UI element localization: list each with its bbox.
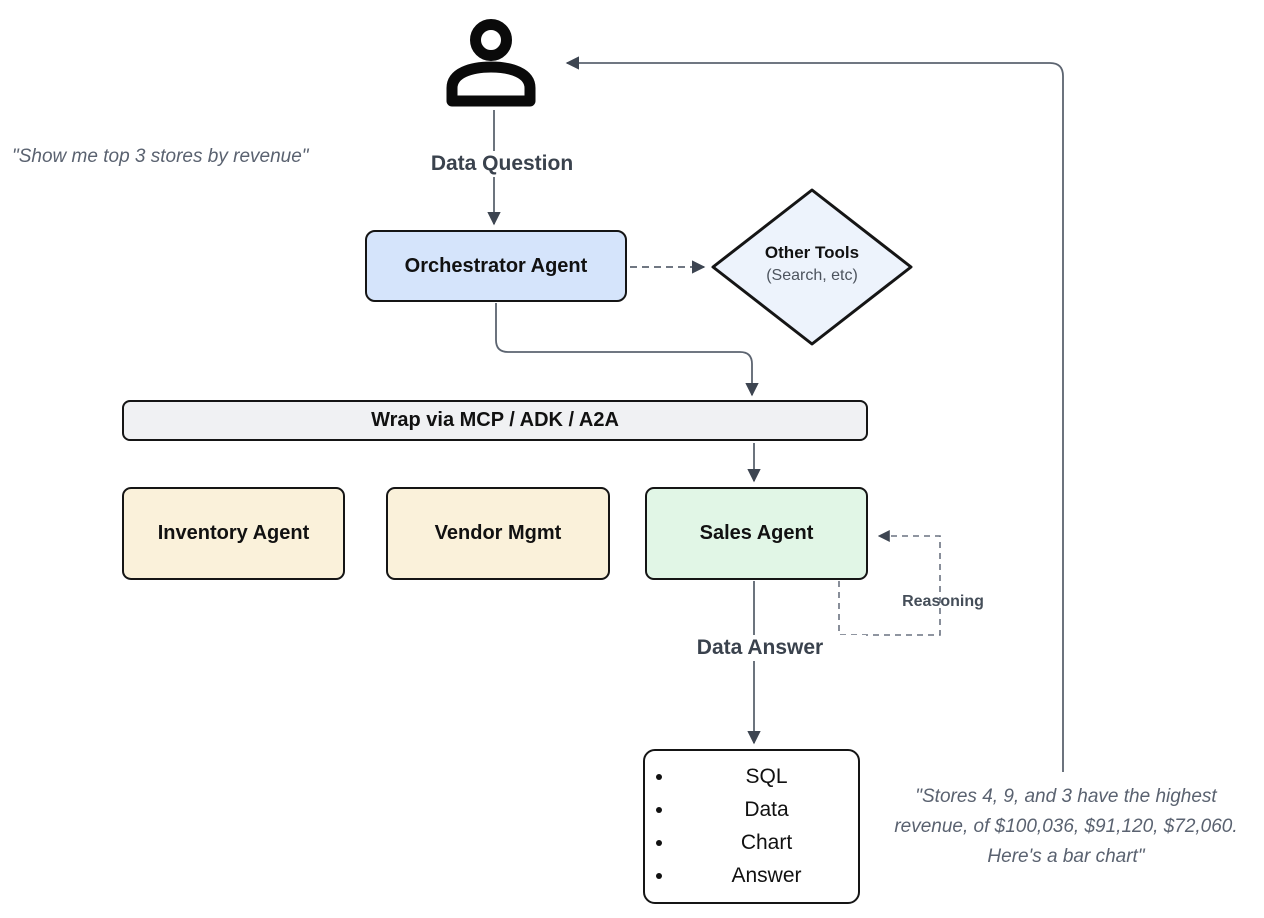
sales-agent-node: Sales Agent — [645, 487, 868, 580]
output-artifacts-list: SQL Data Chart Answer — [645, 765, 858, 888]
data-answer-label: Data Answer — [654, 635, 866, 661]
other-tools-node-text: Other Tools (Search, etc) — [732, 241, 892, 287]
orchestrator-agent-node: Orchestrator Agent — [365, 230, 627, 302]
arrow-reasoning-loop — [838, 530, 941, 636]
other-tools-title: Other Tools — [764, 243, 860, 262]
arrow-answer-to-user — [565, 56, 1064, 772]
reasoning-label: Reasoning — [902, 593, 984, 610]
final-answer-quote-line-2: revenue, of $100,036, $91,120, $72,060. — [894, 816, 1238, 837]
output-item-data: Data — [675, 798, 858, 822]
output-item-sql: SQL — [675, 765, 858, 789]
data-question-label: Data Question — [396, 151, 608, 177]
user-person-icon — [446, 19, 536, 107]
arrow-orchestrator-to-bar — [495, 303, 759, 397]
user-question-quote: "Show me top 3 stores by revenue" — [12, 146, 309, 167]
vendor-mgmt-node: Vendor Mgmt — [386, 487, 610, 580]
final-answer-quote-line-1: "Stores 4, 9, and 3 have the highest — [915, 786, 1217, 807]
output-item-chart: Chart — [675, 831, 858, 855]
output-item-answer: Answer — [675, 864, 858, 888]
other-tools-diamond — [711, 188, 913, 346]
final-answer-quote-line-3: Here's a bar chart" — [987, 846, 1145, 867]
output-artifacts-node: SQL Data Chart Answer — [643, 749, 860, 904]
other-tools-subtitle: (Search, etc) — [766, 267, 858, 284]
inventory-agent-node: Inventory Agent — [122, 487, 345, 580]
wrap-mcp-adk-a2a-bar: Wrap via MCP / ADK / A2A — [122, 400, 868, 441]
final-answer-quote: "Stores 4, 9, and 3 have the highest rev… — [868, 782, 1264, 872]
